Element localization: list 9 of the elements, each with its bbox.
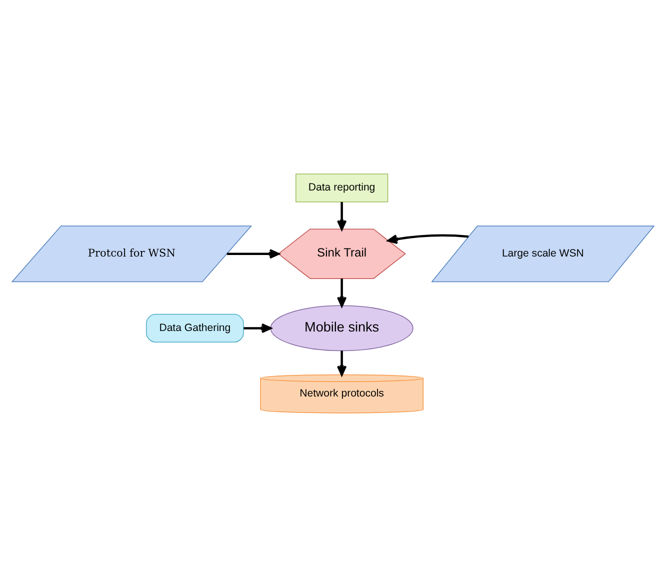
node-ellipse: Mobile sinks	[270, 304, 414, 351]
arrow	[336, 350, 347, 376]
arrow	[226, 248, 280, 258]
arrow	[336, 202, 347, 230]
node-box: Data Gathering	[146, 313, 244, 342]
arrow	[244, 322, 272, 333]
node-box: Data reporting	[295, 173, 388, 202]
arrow	[336, 278, 347, 306]
arrow	[387, 234, 469, 244]
